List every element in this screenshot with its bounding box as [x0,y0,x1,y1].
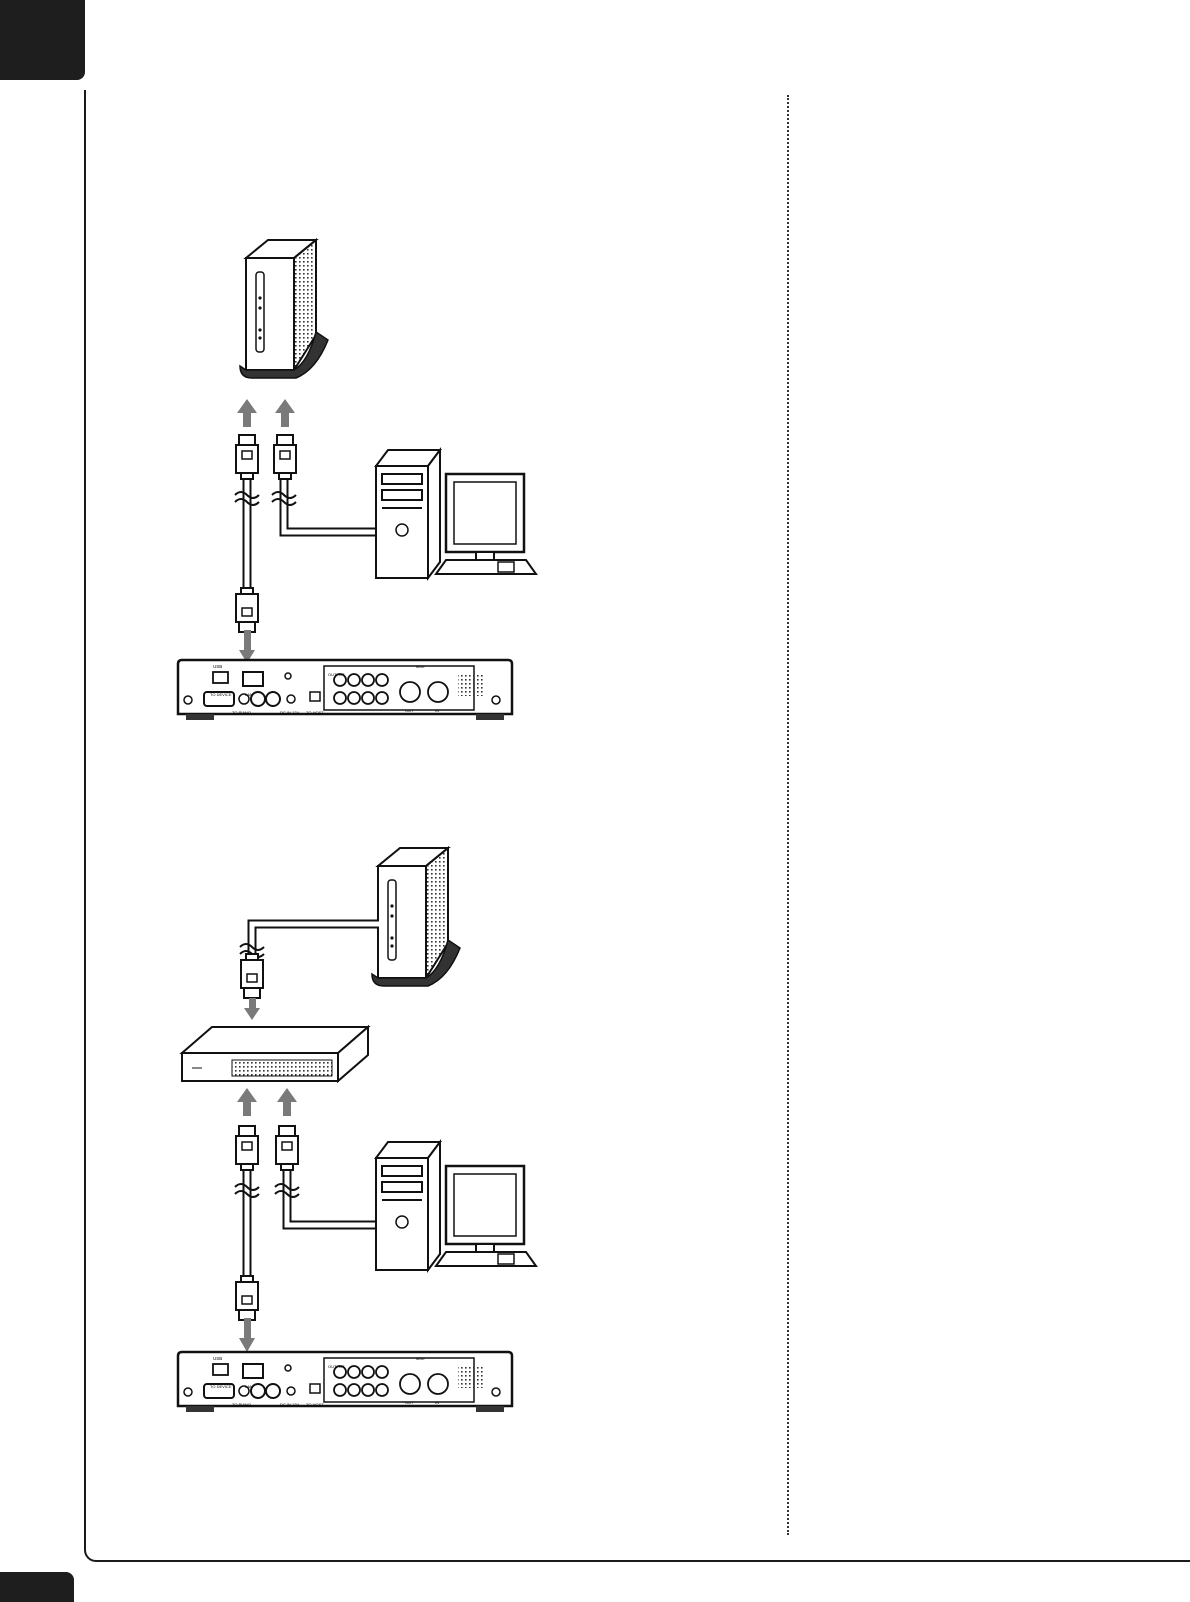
lan-cable-icon [240,953,264,999]
lan-cable-icon [235,434,259,480]
dc-in-label: DC IN 12V [280,710,299,715]
out-label: OUT [405,708,414,713]
lan-cable-icon [273,434,297,480]
output-label: OUTPUT [328,672,345,677]
output-label: OUTPUT [328,1364,345,1369]
page-number-tab [0,1572,74,1602]
arrow-up-icon [277,1088,297,1116]
out-label: OUT [405,1400,414,1405]
page-frame [84,90,1190,1562]
lan-cable-icon [235,1275,259,1321]
to-device-label: TO DEVICE [210,692,232,697]
to-piano-label: TO PIANO [232,1402,251,1407]
lan-cable-icon [275,1125,299,1171]
to-piano-label: TO PIANO [232,710,251,715]
arrow-up-icon [275,399,295,427]
in-label: IN [435,708,439,713]
modem-icon [239,239,329,379]
modem-icon [371,847,461,987]
dc-in-label: DC IN 12V [280,1402,299,1407]
chapter-tab [0,0,85,80]
to-host-label: TO HOST [306,710,324,715]
usb-label: USB [213,1356,222,1361]
router-hub-icon [181,1024,369,1082]
lan-label: LAN [245,1384,253,1389]
midi-label: MIDI [416,1356,424,1361]
diagram-2: USB TO DEVICE LAN TO PIANO DC IN 12V TO … [176,847,538,1414]
lan-cable-icon [235,1125,259,1171]
midi-label: MIDI [416,664,424,669]
rear-panel-icon [176,1350,514,1414]
computer-icon [374,446,538,580]
column-divider [787,95,789,1535]
arrow-up-icon [237,1088,257,1116]
computer-icon [374,1138,538,1272]
in-label: IN [435,1400,439,1405]
lan-cable-icon [235,587,259,633]
usb-label: USB [213,664,222,669]
arrow-up-icon [237,399,257,427]
diagram-1: USB TO DEVICE LAN TO PIANO DC IN 12V TO … [176,239,538,722]
lan-label: LAN [245,692,253,697]
rear-panel-icon [176,658,514,722]
to-device-label: TO DEVICE [210,1384,232,1389]
to-host-label: TO HOST [306,1402,324,1407]
